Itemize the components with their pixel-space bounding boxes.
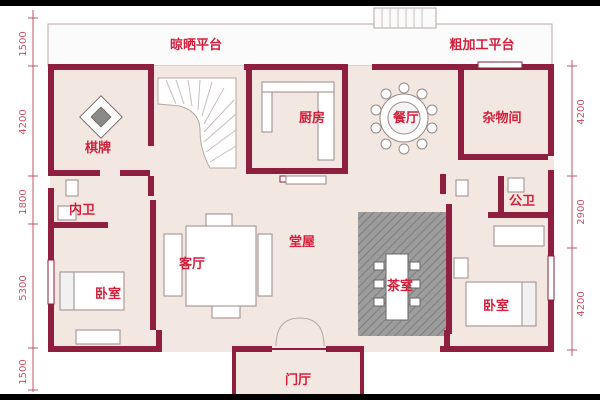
label-processing-deck: 粗加工平台 [449,37,514,53]
label-entry: 门厅 [285,372,311,388]
entry-floor [232,352,364,394]
dim-left-3: 1800 [18,189,29,214]
top-stair-landing [373,7,437,29]
label-living: 客厅 [179,256,205,272]
label-kitchen: 厨房 [299,110,325,126]
dining-table [370,82,438,155]
label-storage: 杂物间 [482,110,521,126]
tea-table [373,253,421,321]
dim-left-1: 1500 [18,31,29,56]
label-public-bath: 公卫 [509,194,535,209]
top-stair-treads [381,8,423,28]
label-drying-deck: 晾晒平台 [170,37,222,53]
spiral-staircase [157,77,237,169]
bedroom-right-furniture [453,257,537,327]
dim-left-4: 5300 [18,275,29,300]
dim-left-5: 1500 [18,359,29,384]
label-hall: 堂屋 [289,234,315,250]
right-dimension-chain [567,60,577,356]
dim-right-1: 4200 [576,99,587,124]
dim-left-2: 4200 [18,109,29,134]
dim-right-3: 4200 [576,291,587,316]
living-room-furniture [163,213,273,319]
entry-doors [272,317,326,350]
bedroom-left-furniture [59,271,125,345]
chess-table [79,95,123,139]
label-bedroom-right: 卧室 [483,298,509,314]
label-chess-room: 棋牌 [84,140,111,156]
label-inner-bath: 内卫 [69,202,95,218]
kitchen-counter [261,81,335,185]
left-dimension-chain [28,10,38,392]
label-bedroom-left: 卧室 [95,286,121,302]
top-deck [47,23,553,67]
label-tea-room: 茶室 [387,278,413,294]
bathroom-fixtures [57,177,545,247]
label-dining: 餐厅 [392,110,419,126]
dim-right-2: 2900 [576,199,587,224]
